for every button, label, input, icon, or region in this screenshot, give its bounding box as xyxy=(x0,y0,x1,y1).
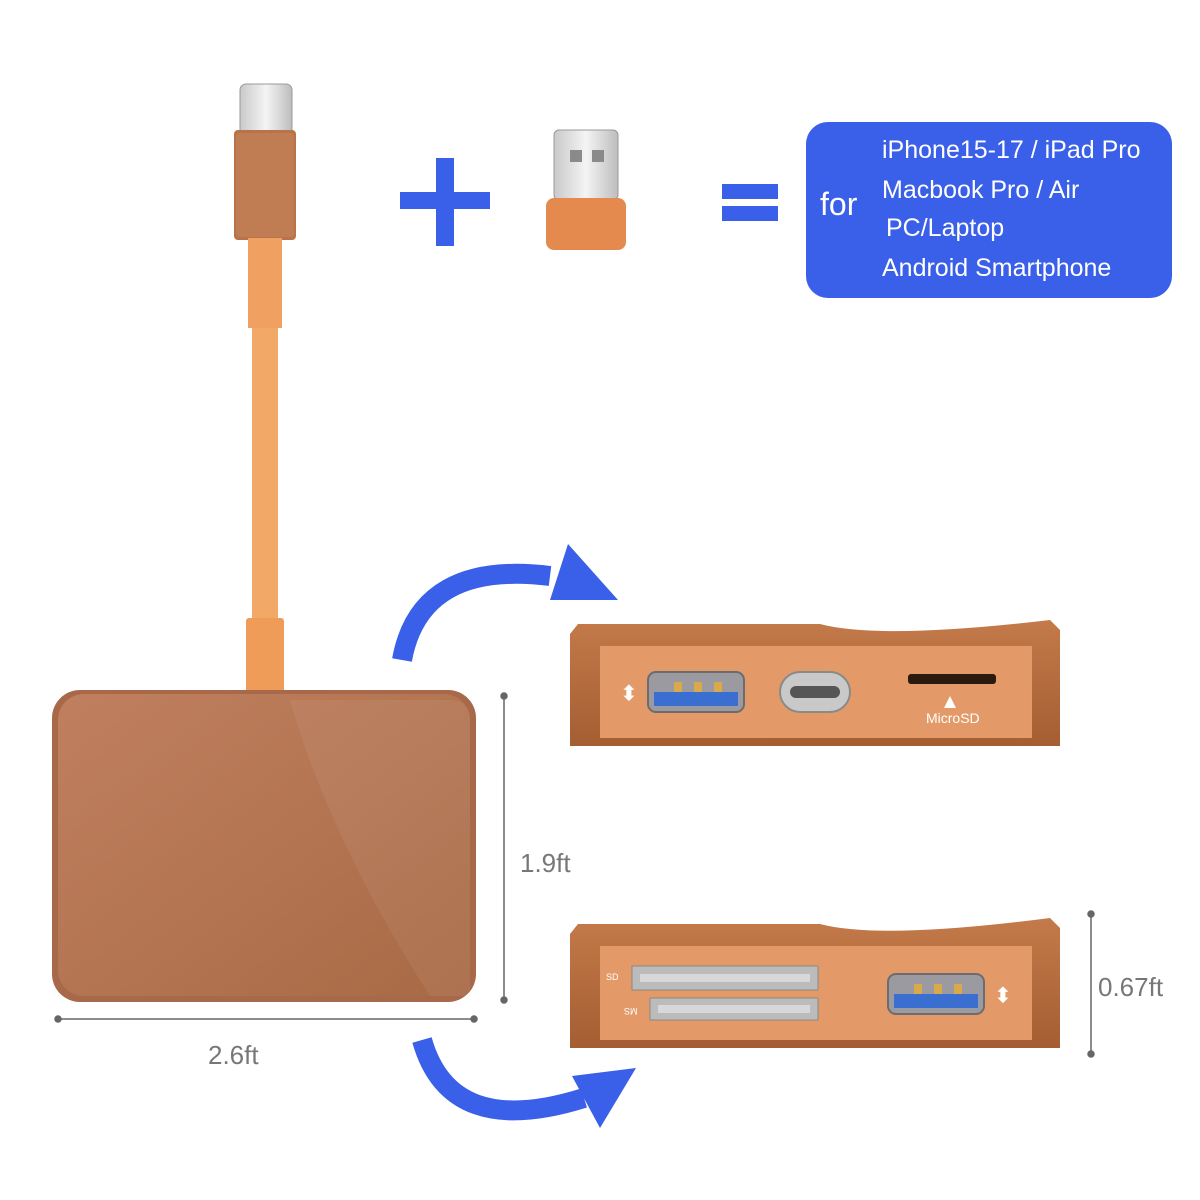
usb-symbol-icon: ⬌ xyxy=(617,683,643,703)
compatibility-line: Android Smartphone xyxy=(882,254,1112,282)
compatibility-prefix: for xyxy=(820,186,858,222)
compatibility-line: iPhone15-17 / iPad Pro xyxy=(882,136,1141,164)
microsd-label: MicroSD xyxy=(926,710,980,726)
ms-label: MS xyxy=(624,1006,638,1016)
curved-arrow-icon xyxy=(412,1037,636,1128)
width-dimension: 2.6ft xyxy=(208,1040,259,1070)
usb-a-adapter xyxy=(546,129,626,250)
usb-c-plug xyxy=(234,83,296,240)
plus-icon xyxy=(400,158,490,246)
equals-icon xyxy=(722,184,778,221)
compatibility-line: PC/Laptop xyxy=(886,214,1005,242)
compatibility-line: Macbook Pro / Air xyxy=(882,176,1080,204)
hub-side-view-2 xyxy=(570,918,1060,1048)
sd-label: SD xyxy=(606,972,619,982)
cable xyxy=(246,238,284,694)
hub-side-view-1 xyxy=(570,620,1060,746)
depth-dimension: 0.67ft xyxy=(1098,972,1164,1002)
height-dimension: 1.9ft xyxy=(520,848,571,878)
hub-top-view xyxy=(52,690,476,1002)
curved-arrow-icon xyxy=(392,544,618,663)
usb-symbol-icon: ⬌ xyxy=(991,985,1017,1005)
dimension-lines xyxy=(54,692,1095,1058)
compatibility-box: for iPhone15-17 / iPad Pro Macbook Pro /… xyxy=(806,122,1172,298)
